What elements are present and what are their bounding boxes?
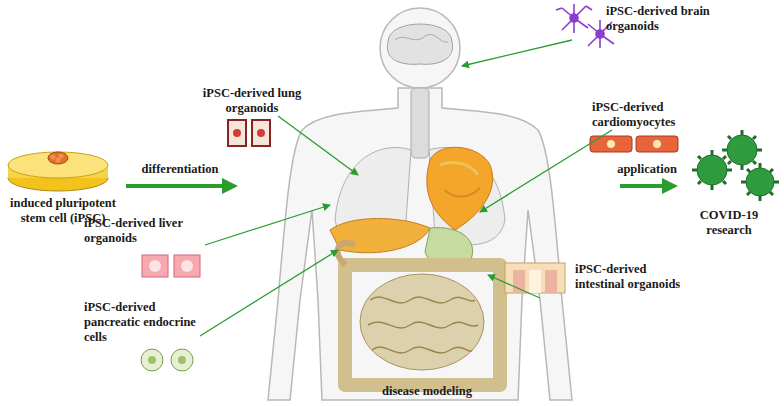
- node-text: COVID-19 research: [676, 208, 782, 238]
- organ-label: iPSC-derived lung organoids: [200, 86, 304, 116]
- diagram-node: disease modeling: [236, 0, 618, 404]
- edge-label: differentiation: [140, 162, 221, 177]
- organ-label: iPSC-derived brain organoids: [606, 4, 716, 34]
- node-text: induced pluripotent stem cell (iPSC): [2, 196, 124, 226]
- petri-dish: [8, 152, 108, 191]
- virus-icon: [692, 130, 779, 201]
- intestinal-organoid-icon: [505, 263, 565, 293]
- intestines: [338, 243, 500, 385]
- lung-cell-icon: [228, 120, 270, 146]
- leader-arrow: [200, 40, 612, 336]
- liver: [330, 218, 430, 252]
- node-text: disease modeling: [236, 384, 618, 399]
- diagram-node: COVID-19 research: [676, 128, 782, 238]
- organ-label: iPSC-derived liver organoids: [84, 216, 202, 246]
- cardiomyocyte-icon: [590, 136, 678, 152]
- organ-label: iPSC-derived cardiomyocytes: [592, 100, 702, 130]
- flow-arrow: [126, 184, 234, 188]
- organ-label: iPSC-derived pancreatic endocrine cells: [84, 300, 208, 345]
- pancreatic-cell-icon: [141, 349, 193, 371]
- liver-organoid-icon: [142, 255, 200, 277]
- flow-arrow: [620, 184, 674, 188]
- organ-label: iPSC-derived intestinal organoids: [575, 262, 685, 292]
- diagram-node: induced pluripotent stem cell (iPSC): [2, 140, 124, 240]
- edge-label: application: [615, 162, 679, 177]
- human-body: [268, 8, 572, 400]
- heart: [427, 147, 493, 230]
